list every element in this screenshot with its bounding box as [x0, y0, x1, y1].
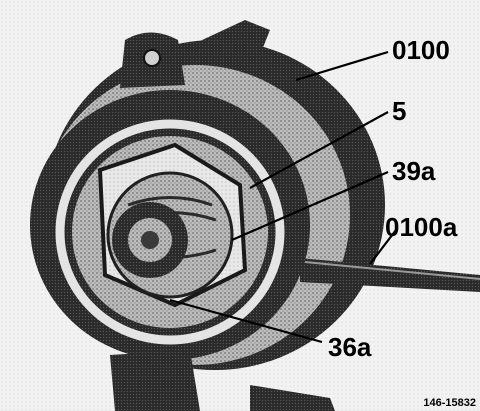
retaining-ring	[55, 119, 285, 345]
holding-pin-highlight	[304, 261, 480, 280]
bearing-nut-assembly-icon	[30, 20, 480, 411]
callout-0100a: 0100a	[385, 212, 458, 242]
leader-5	[249, 111, 389, 189]
figure-reference-code: 146-15832	[423, 397, 476, 409]
leader-0100	[295, 50, 389, 82]
lower-right-strut	[250, 385, 335, 411]
callout-5: 5	[392, 96, 406, 126]
shaft-center	[141, 231, 159, 249]
lower-lug	[110, 350, 200, 411]
callout-39a: 39a	[392, 156, 436, 186]
leader-39a	[231, 170, 389, 242]
callout-0100: 0100	[392, 35, 450, 65]
leader-36a	[169, 298, 323, 344]
lug-hole	[143, 49, 161, 67]
leader-lines	[169, 50, 397, 344]
leader-0100a	[369, 229, 397, 265]
callout-36a: 36a	[328, 332, 372, 362]
